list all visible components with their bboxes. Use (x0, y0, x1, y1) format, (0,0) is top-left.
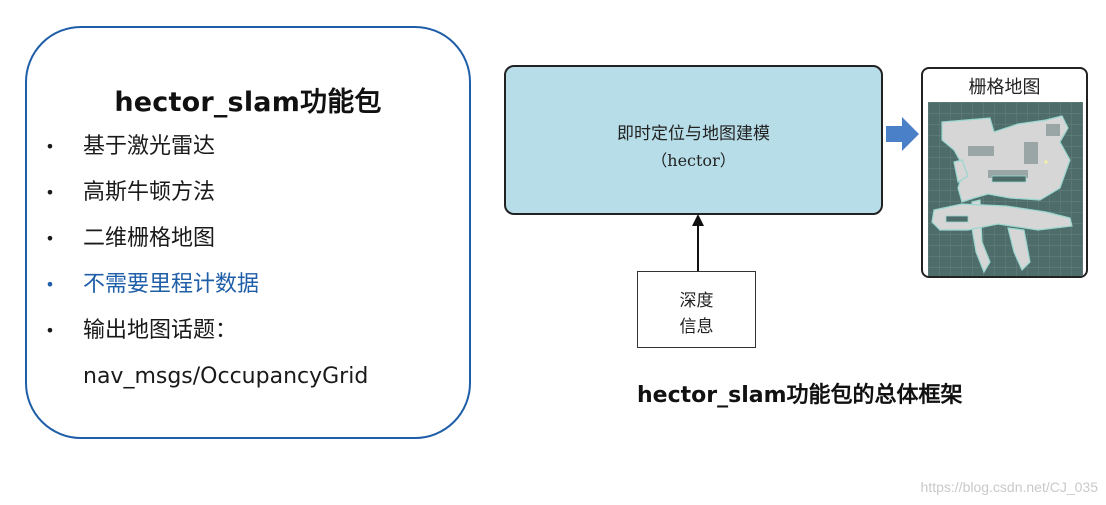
feature-panel: hector_slam功能包 • 基于激光雷达 • 高斯牛顿方法 • 二维栅格地… (25, 26, 471, 439)
depth-node-label-line2: 信息 (679, 317, 714, 337)
bullet-icon: • (45, 229, 55, 248)
feature-2d-grid: • 二维栅格地图 (43, 222, 259, 268)
slam-node-sublabel: （hector） (651, 151, 736, 170)
feature-text: 不需要里程计数据 (83, 272, 260, 297)
grid-map-title: 栅格地图 (968, 77, 1041, 98)
depth-node-label-line1: 深度 (679, 291, 714, 311)
watermark: https://blog.csdn.net/CJ_035 (920, 479, 1098, 495)
feature-no-odometry: • 不需要里程计数据 (43, 268, 259, 314)
feature-map-topic: • 输出地图话题： (43, 314, 259, 360)
bullet-icon: • (45, 321, 55, 340)
feature-text: 基于激光雷达 (83, 134, 216, 159)
slam-node-label: 即时定位与地图建模 (617, 124, 770, 144)
diagram-caption: hector_slam功能包的总体框架 (637, 383, 963, 408)
output-arrow-icon (886, 117, 919, 151)
occupancy-grid-map-icon (928, 102, 1083, 276)
feature-text: 高斯牛顿方法 (83, 180, 216, 205)
robot-position-marker (1044, 160, 1048, 164)
depth-input-node: 深度 信息 (637, 271, 756, 348)
panel-title: hector_slam功能包 (114, 87, 382, 118)
map-topic-name: nav_msgs/OccupancyGrid (83, 364, 369, 389)
input-arrow-icon (692, 214, 704, 271)
slam-node: 即时定位与地图建模 （hector） (504, 65, 883, 215)
feature-gauss-newton: • 高斯牛顿方法 (43, 176, 259, 222)
bullet-icon: • (45, 137, 55, 156)
bullet-icon: • (45, 275, 55, 294)
feature-text: 输出地图话题： (83, 318, 238, 343)
bullet-icon: • (45, 183, 55, 202)
grid-map-node: 栅格地图 (921, 67, 1088, 278)
feature-list: • 基于激光雷达 • 高斯牛顿方法 • 二维栅格地图 • 不需要里程计数据 • … (43, 130, 259, 360)
feature-text: 二维栅格地图 (83, 226, 216, 251)
feature-lidar: • 基于激光雷达 (43, 130, 259, 176)
